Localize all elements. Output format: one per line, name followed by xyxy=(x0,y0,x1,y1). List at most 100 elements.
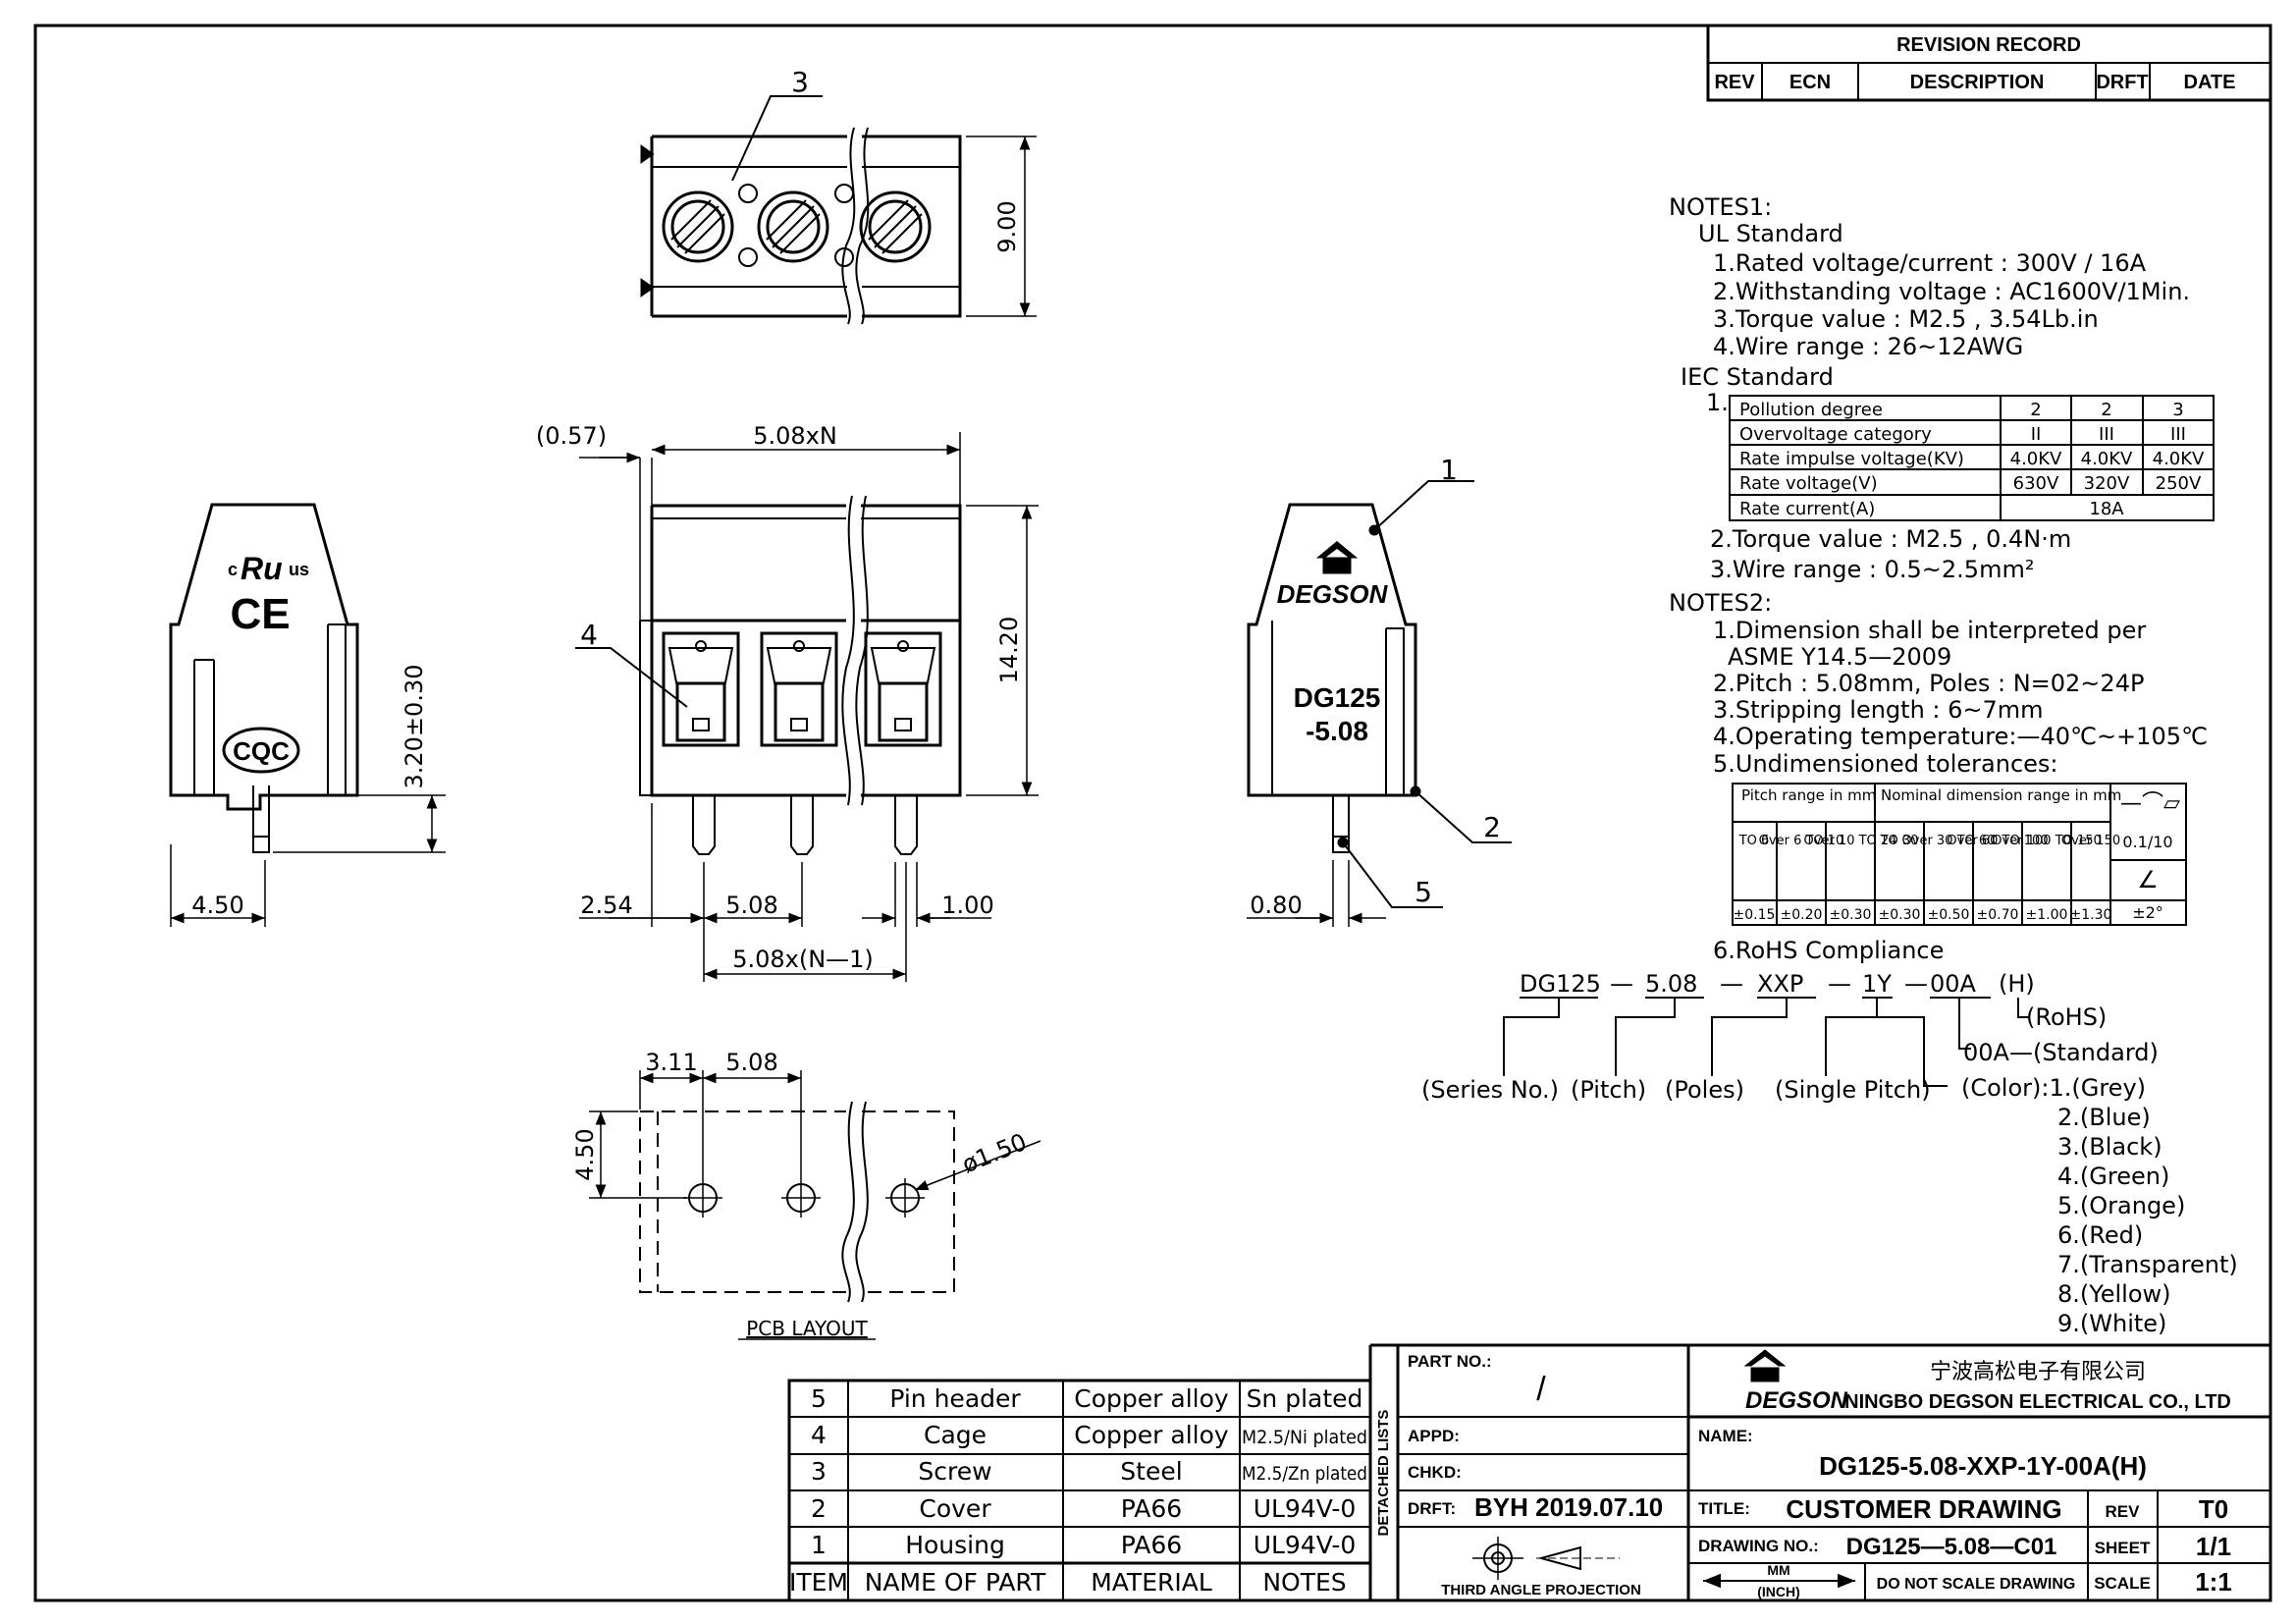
cert-ul-c: c xyxy=(228,560,238,579)
side-offset-dim: 4.50 xyxy=(191,892,243,919)
label-rohs: (RoHS) xyxy=(2026,1003,2107,1031)
code-rohs: (H) xyxy=(1999,970,2035,998)
tol-range: Over 6 TO 10 xyxy=(1759,834,1844,848)
iec-cell: 250V xyxy=(2156,473,2202,494)
tol-value: ±0.70 xyxy=(1977,907,2019,923)
front-total-dim: 5.08x(N—1) xyxy=(732,946,874,973)
callout-2: 2 xyxy=(1483,811,1501,843)
iec-row-label: Pollution degree xyxy=(1739,400,1883,420)
iec-cell: 2 xyxy=(2030,400,2041,420)
title-label: TITLE: xyxy=(1698,1499,1750,1518)
callout-3: 3 xyxy=(791,66,809,98)
model-line-2: -5.08 xyxy=(1306,716,1368,746)
color-option: 2.(Blue) xyxy=(2057,1104,2151,1131)
notes2-item: 5.Undimensioned tolerances: xyxy=(1713,750,2058,778)
title-logo: DEGSON xyxy=(1745,1387,1848,1414)
pcb-hole-dim: ø1.50 xyxy=(958,1128,1031,1178)
tol-range: Over 60 TO 100 xyxy=(1947,834,2048,848)
cert-ul-mark: Ru xyxy=(240,551,283,586)
bom-cell: PA66 xyxy=(1121,1494,1182,1523)
pcb-layout-label: PCB LAYOUT xyxy=(746,1317,868,1340)
iec-cell: II xyxy=(2031,424,2042,445)
color-list: 2.(Blue)3.(Black)4.(Green)5.(Orange)6.(R… xyxy=(2057,1104,2238,1337)
notes2: NOTES2: 1.Dimension shall be interpreted… xyxy=(1669,589,2208,778)
tol-value: ±1.00 xyxy=(2026,907,2068,923)
revision-header-drft: DRFT xyxy=(2096,72,2148,93)
iec-row-label: Rate voltage(V) xyxy=(1739,473,1878,494)
tol-range: Over 30 TO 60 xyxy=(1902,834,1996,848)
ul-item: 3.Torque value : M2.5 , 3.54Lb.in xyxy=(1713,305,2099,333)
iec-row-label: Overvoltage category xyxy=(1739,424,1932,445)
ul-item: 2.Withstanding voltage : AC1600V/1Min. xyxy=(1713,278,2190,305)
tol-head-nominal: Nominal dimension range in mm xyxy=(1881,786,2121,804)
front-left-dim: 2.54 xyxy=(580,892,632,919)
bom-cell: Cage xyxy=(924,1421,987,1449)
front-view xyxy=(575,432,1039,982)
revision-header-description: DESCRIPTION xyxy=(1910,72,2045,93)
bom-cell: UL94V-0 xyxy=(1254,1531,1357,1559)
tol-range: Over 150 xyxy=(2061,834,2120,848)
drft-label: DRFT: xyxy=(1408,1499,1456,1518)
units-mm: MM xyxy=(1767,1562,1789,1578)
notes2-item: ASME Y14.5—2009 xyxy=(1728,643,1951,671)
iec-item: 3.Wire range : 0.5~2.5mm² xyxy=(1710,556,2034,583)
color-option: 6.(Red) xyxy=(2057,1221,2143,1249)
tol-range: Over 100 TO 150 xyxy=(1992,834,2101,848)
bom-cell: Cover xyxy=(919,1494,991,1523)
chkd-label: CHKD: xyxy=(1408,1463,1462,1482)
bom-cell: 5 xyxy=(811,1384,827,1413)
ul-item: 4.Wire range : 26~12AWG xyxy=(1713,333,2023,360)
bom-cell: 4 xyxy=(811,1421,827,1449)
code-poles: XXP xyxy=(1757,970,1803,998)
part-code: DG125 — 5.08 — XXP — 1Y — 00A (H) xyxy=(1520,970,2035,998)
iec-row-label: Rate current(A) xyxy=(1739,499,1875,519)
tol-value: ±0.30 xyxy=(1879,907,1921,923)
rohs-note: 6.RoHS Compliance xyxy=(1713,937,1944,964)
bom-header: MATERIAL xyxy=(1091,1568,1212,1597)
ul-heading: UL Standard xyxy=(1698,220,1843,247)
sheet-label: SHEET xyxy=(2095,1539,2151,1557)
code-sep: — xyxy=(1610,970,1633,998)
label-color: (Color):1.(Grey) xyxy=(1961,1074,2146,1102)
title-block xyxy=(1398,1345,2270,1600)
code-series: DG125 xyxy=(1520,970,1601,998)
revision-header-date: DATE xyxy=(2184,72,2236,93)
front-offset-dim: (0.57) xyxy=(536,422,607,450)
iec-index: 1. xyxy=(1706,389,1729,416)
projection-label: THIRD ANGLE PROJECTION xyxy=(1441,1582,1641,1598)
name-value: DG125-5.08-XXP-1Y-00A(H) xyxy=(1819,1451,2147,1481)
right-pin-dim: 0.80 xyxy=(1250,892,1302,919)
front-width-dim: 5.08xN xyxy=(753,422,837,450)
ul-item: 1.Rated voltage/current : 300V / 16A xyxy=(1713,249,2147,277)
front-pitch-dim: 5.08 xyxy=(725,892,777,919)
name-label: NAME: xyxy=(1698,1427,1753,1445)
iec-cell: III xyxy=(2170,424,2186,445)
label-poles: (Poles) xyxy=(1665,1076,1744,1104)
bom-cell: Sn plated xyxy=(1247,1384,1363,1413)
revision-header-rev: REV xyxy=(1714,72,1755,93)
tol-flatness: 0.1/10 xyxy=(2122,833,2172,851)
iec-heading: IEC Standard xyxy=(1681,363,1834,391)
tol-value: ±0.50 xyxy=(1928,907,1970,923)
tolerance-table xyxy=(1732,783,2187,926)
label-series: (Series No.) xyxy=(1421,1076,1559,1104)
tol-value: ±0.30 xyxy=(1830,907,1872,923)
tol-range: TO 6 xyxy=(1738,834,1770,848)
bom-header: NOTES xyxy=(1262,1568,1346,1597)
revision-title: REVISION RECORD xyxy=(1896,34,2081,56)
scale-label: SCALE xyxy=(2094,1574,2151,1593)
model-line-1: DG125 xyxy=(1294,682,1381,713)
pcb-dim-a: 3.11 xyxy=(645,1049,697,1076)
revision-record xyxy=(1706,24,2272,102)
iec-cell: 4.0KV xyxy=(2153,449,2205,469)
iec-cell: 4.0KV xyxy=(2081,449,2133,469)
notes2-item: 3.Stripping length : 6~7mm xyxy=(1713,696,2044,724)
right-side-view xyxy=(1247,480,1512,927)
color-option: 7.(Transparent) xyxy=(2057,1251,2238,1278)
bom-table xyxy=(787,1343,2270,1602)
iec-cell: 2 xyxy=(2101,400,2111,420)
color-option: 8.(Yellow) xyxy=(2057,1280,2171,1308)
notes2-item: 2.Pitch : 5.08mm, Poles : N=02~24P xyxy=(1713,670,2144,697)
dwg-label: DRAWING NO.: xyxy=(1698,1537,1819,1555)
